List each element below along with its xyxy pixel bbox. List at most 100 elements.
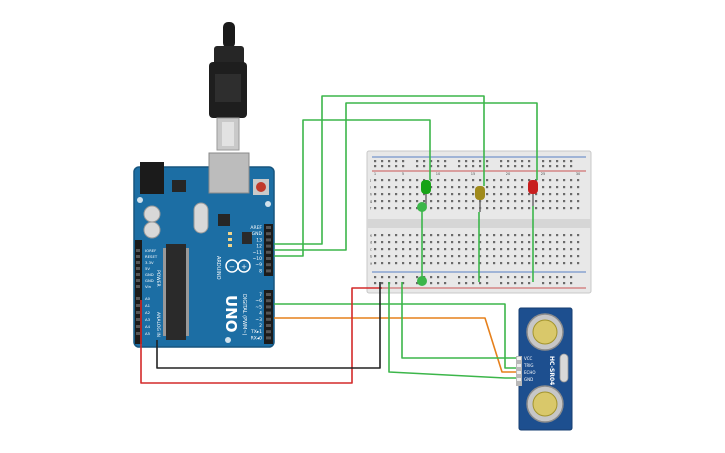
wire-5v-red[interactable] (140, 287, 382, 384)
breadboard-hole[interactable] (395, 207, 398, 210)
breadboard-hole[interactable] (465, 179, 468, 182)
header-pin[interactable] (266, 269, 271, 273)
rail-hole[interactable] (528, 282, 531, 285)
breadboard-hole[interactable] (402, 262, 405, 265)
breadboard-hole[interactable] (479, 241, 482, 244)
breadboard-hole[interactable] (563, 255, 566, 258)
rail-hole[interactable] (514, 160, 517, 163)
wire-pin4-to-echo[interactable] (274, 317, 516, 373)
breadboard-hole[interactable] (549, 200, 552, 203)
breadboard-hole[interactable] (409, 255, 412, 258)
rail-hole[interactable] (430, 276, 433, 279)
rail-hole[interactable] (465, 282, 468, 285)
breadboard-hole[interactable] (507, 200, 510, 203)
rail-hole[interactable] (381, 276, 384, 279)
wire-pin11-to-green-led[interactable] (274, 119, 431, 257)
rail-hole[interactable] (388, 165, 391, 168)
breadboard-hole[interactable] (458, 207, 461, 210)
breadboard-hole[interactable] (479, 179, 482, 182)
breadboard-hole[interactable] (402, 200, 405, 203)
breadboard-hole[interactable] (535, 241, 538, 244)
breadboard-hole[interactable] (437, 241, 440, 244)
breadboard-hole[interactable] (437, 262, 440, 265)
breadboard-hole[interactable] (458, 241, 461, 244)
power-pin[interactable] (136, 279, 140, 282)
breadboard-hole[interactable] (458, 179, 461, 182)
breadboard-hole[interactable] (500, 186, 503, 189)
header-pin[interactable] (266, 299, 271, 303)
breadboard-hole[interactable] (577, 255, 580, 258)
breadboard-hole[interactable] (423, 234, 426, 237)
breadboard-hole[interactable] (556, 186, 559, 189)
breadboard-hole[interactable] (374, 200, 377, 203)
rail-hole[interactable] (514, 165, 517, 168)
breadboard-hole[interactable] (507, 248, 510, 251)
rail-hole[interactable] (556, 282, 559, 285)
rail-hole[interactable] (542, 160, 545, 163)
rail-hole[interactable] (486, 160, 489, 163)
breadboard-hole[interactable] (402, 255, 405, 258)
breadboard-hole[interactable] (465, 241, 468, 244)
breadboard-hole[interactable] (402, 248, 405, 251)
breadboard-hole[interactable] (381, 179, 384, 182)
rail-hole[interactable] (500, 165, 503, 168)
breadboard-hole[interactable] (451, 186, 454, 189)
rail-hole[interactable] (521, 165, 524, 168)
rail-hole[interactable] (528, 160, 531, 163)
breadboard-hole[interactable] (451, 207, 454, 210)
breadboard-hole[interactable] (563, 193, 566, 196)
power-pin[interactable] (136, 249, 140, 252)
breadboard-hole[interactable] (430, 179, 433, 182)
breadboard-hole[interactable] (395, 193, 398, 196)
breadboard-hole[interactable] (556, 207, 559, 210)
breadboard-hole[interactable] (472, 241, 475, 244)
rail-hole[interactable] (500, 276, 503, 279)
breadboard-hole[interactable] (514, 207, 517, 210)
breadboard-hole[interactable] (374, 262, 377, 265)
breadboard-hole[interactable] (570, 248, 573, 251)
rail-hole[interactable] (402, 276, 405, 279)
breadboard-hole[interactable] (430, 248, 433, 251)
breadboard-hole[interactable] (577, 262, 580, 265)
breadboard-hole[interactable] (465, 262, 468, 265)
breadboard-hole[interactable] (423, 200, 426, 203)
breadboard-hole[interactable] (402, 179, 405, 182)
breadboard-hole[interactable] (437, 200, 440, 203)
rail-hole[interactable] (395, 282, 398, 285)
breadboard-hole[interactable] (458, 234, 461, 237)
breadboard-hole[interactable] (458, 248, 461, 251)
rail-hole[interactable] (500, 282, 503, 285)
breadboard-hole[interactable] (549, 262, 552, 265)
breadboard-hole[interactable] (507, 234, 510, 237)
rail-hole[interactable] (514, 276, 517, 279)
breadboard-hole[interactable] (472, 207, 475, 210)
breadboard-hole[interactable] (416, 193, 419, 196)
rail-hole[interactable] (437, 165, 440, 168)
breadboard-hole[interactable] (493, 248, 496, 251)
header-pin[interactable] (266, 317, 271, 321)
breadboard-hole[interactable] (381, 234, 384, 237)
breadboard-hole[interactable] (500, 200, 503, 203)
breadboard-hole[interactable] (507, 241, 510, 244)
analog-pin[interactable] (136, 304, 140, 307)
header-pin[interactable] (266, 232, 271, 236)
breadboard-hole[interactable] (542, 241, 545, 244)
breadboard-hole[interactable] (388, 186, 391, 189)
breadboard-hole[interactable] (514, 200, 517, 203)
breadboard-hole[interactable] (451, 234, 454, 237)
rail-hole[interactable] (395, 276, 398, 279)
rail-hole[interactable] (521, 276, 524, 279)
breadboard-hole[interactable] (451, 262, 454, 265)
breadboard-hole[interactable] (528, 234, 531, 237)
breadboard-hole[interactable] (486, 255, 489, 258)
breadboard-hole[interactable] (388, 193, 391, 196)
header-pin[interactable] (266, 305, 271, 309)
breadboard-hole[interactable] (430, 255, 433, 258)
breadboard-hole[interactable] (458, 193, 461, 196)
breadboard-hole[interactable] (409, 248, 412, 251)
breadboard-hole[interactable] (416, 248, 419, 251)
sensor-pin[interactable] (517, 378, 521, 381)
breadboard-hole[interactable] (388, 234, 391, 237)
power-pin[interactable] (136, 261, 140, 264)
rail-hole[interactable] (486, 165, 489, 168)
